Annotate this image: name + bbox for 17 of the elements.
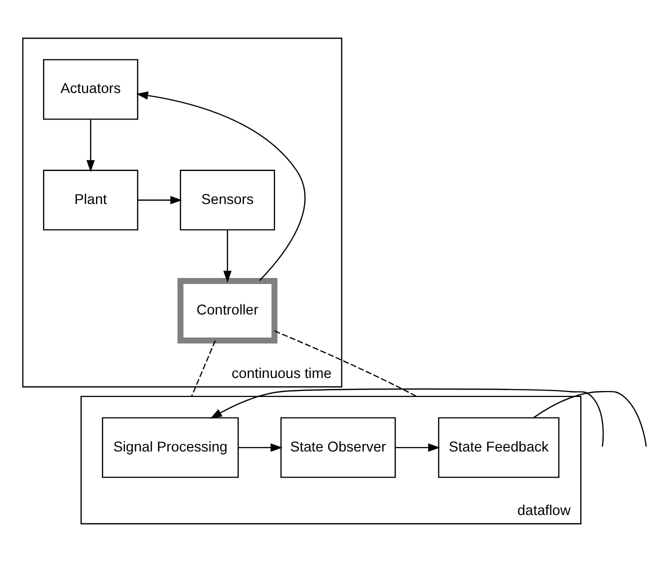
arrow xyxy=(210,388,604,447)
node-box: Controller xyxy=(178,278,278,344)
arrow xyxy=(86,120,95,172)
node-box: State Observer xyxy=(280,417,396,478)
node-box: Actuators xyxy=(43,59,138,120)
node-box: Sensors xyxy=(180,170,276,230)
node-box: State Feedback xyxy=(438,417,560,478)
arrow xyxy=(138,196,182,204)
arrow xyxy=(136,91,306,281)
arrow xyxy=(223,230,232,283)
connector xyxy=(274,330,417,397)
arrow xyxy=(238,443,283,452)
connector xyxy=(191,340,216,397)
arrow xyxy=(396,443,440,452)
node-box: Signal Processing xyxy=(102,417,239,478)
connector xyxy=(533,390,647,447)
node-box: Plant xyxy=(43,170,138,230)
